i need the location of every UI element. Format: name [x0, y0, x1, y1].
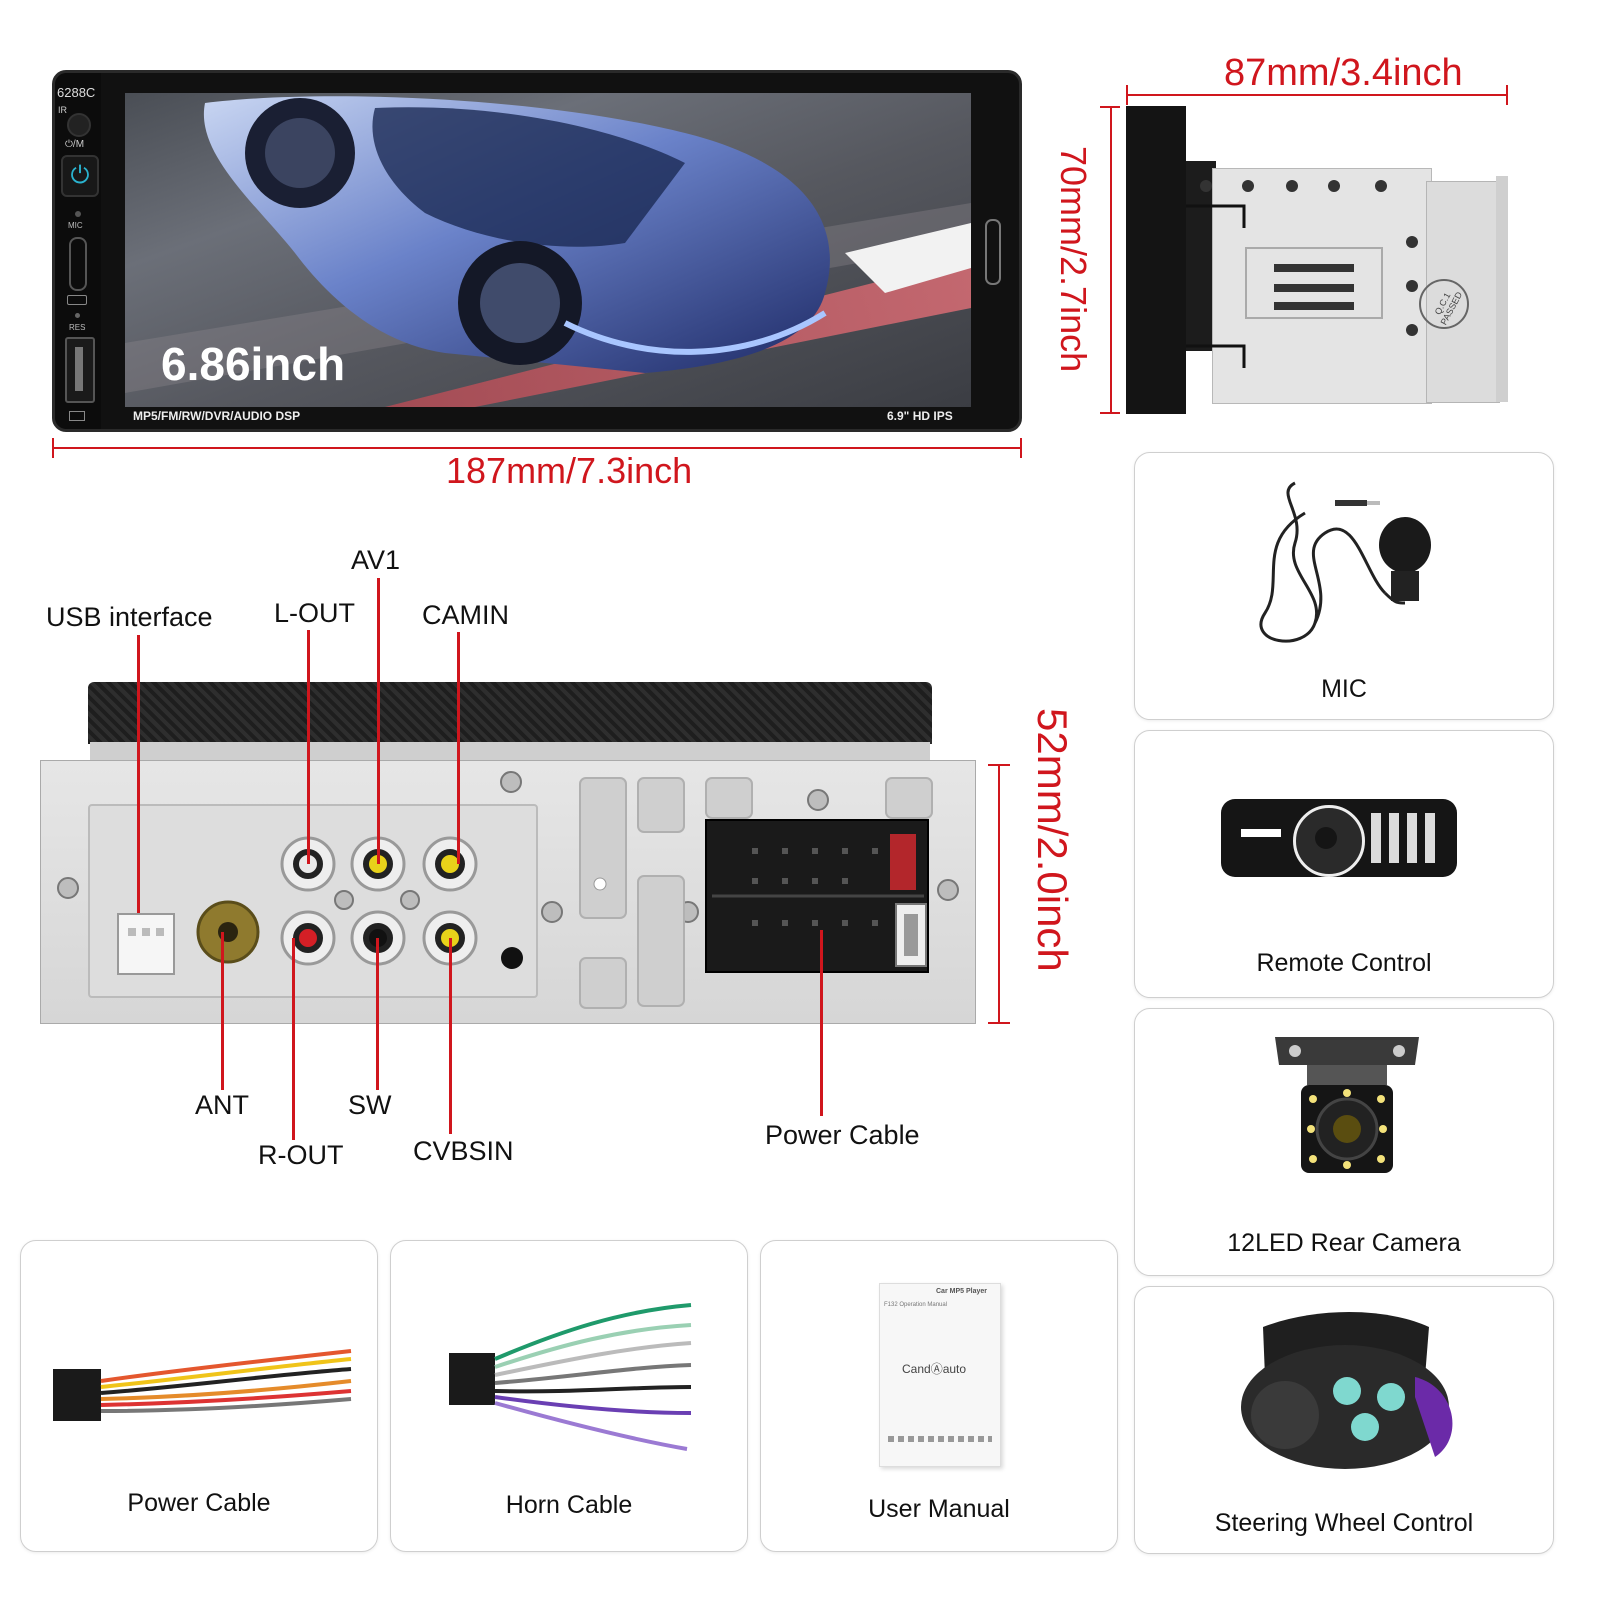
ant-label: ANT — [195, 1090, 249, 1120]
side-end-cap — [1496, 176, 1508, 402]
width-dimension-tick-left — [52, 438, 54, 458]
ant-callout-line — [221, 932, 224, 1090]
lout-label: L-OUT — [274, 598, 355, 628]
power-mode-label: ⏻/M — [65, 139, 85, 150]
cvbsin-callout-line — [449, 938, 452, 1134]
car-wallpaper — [125, 96, 971, 407]
rear-height-tick-top — [988, 764, 1010, 766]
sw-label: SW — [348, 1090, 392, 1120]
display-screen[interactable]: 6.86inch — [125, 93, 971, 407]
mic-label: MIC — [68, 221, 83, 230]
side-chassis-details — [1186, 180, 1469, 368]
ir-sensor-icon — [67, 113, 91, 137]
camera-card: 12LED Rear Camera — [1134, 1008, 1554, 1276]
microphone-icon — [1259, 481, 1431, 643]
manual-brand: CandⒶauto — [902, 1362, 967, 1376]
panel-spec-text: 6.9" HD IPS — [887, 409, 953, 423]
rear-view-unit — [40, 682, 976, 1024]
rear-height-label: 52mm/2.0inch — [1029, 708, 1076, 972]
width-dimension-line — [52, 447, 1022, 449]
remote-control-icon — [1221, 799, 1457, 877]
battery-icon — [67, 295, 87, 305]
power-cable-card: Power Cable — [20, 1240, 378, 1552]
camera-caption: 12LED Rear Camera — [1227, 1229, 1461, 1257]
horn-cable-caption: Horn Cable — [505, 1491, 633, 1519]
rear-camera-icon — [1275, 1037, 1419, 1173]
reset-hole[interactable] — [75, 313, 80, 318]
remote-caption: Remote Control — [1256, 949, 1432, 977]
remote-card: Remote Control — [1134, 730, 1554, 998]
res-label: RES — [69, 323, 86, 332]
manual-subtitle: F132 Operation Manual — [884, 1302, 948, 1308]
width-dimension-tick-right — [1020, 438, 1022, 458]
horn-cable-icon — [449, 1303, 692, 1451]
rear-panel-details — [57, 771, 959, 1009]
user-manual-card: Car MP5 Player F132 Operation Manual Can… — [760, 1240, 1118, 1552]
mic-caption: MIC — [1321, 675, 1367, 703]
side-faceplate-step — [1186, 161, 1216, 351]
feature-text: MP5/FM/RW/DVR/AUDIO DSP — [133, 409, 301, 423]
rout-callout-line — [292, 938, 295, 1140]
power-cable-icon — [53, 1349, 352, 1421]
av1-callout-line — [377, 578, 380, 864]
power-button[interactable]: ⏻ — [61, 155, 99, 197]
camin-callout-line — [457, 632, 460, 864]
rear-height-tick-bottom — [988, 1022, 1010, 1024]
screen-size-text: 6.86inch — [161, 338, 346, 390]
steering-card: Steering Wheel Control — [1134, 1286, 1554, 1554]
model-label: 6288C — [57, 85, 96, 100]
side-height-label: 70mm/2.7inch — [1053, 146, 1094, 373]
cvbsin-label: CVBSIN — [413, 1136, 514, 1166]
rear-carbon-top — [88, 682, 932, 744]
side-rear-block — [1426, 181, 1500, 403]
mic-hole — [75, 211, 81, 217]
sd-icon — [69, 411, 85, 421]
screen-handle — [985, 219, 1001, 285]
manual-title: Car MP5 Player — [936, 1288, 987, 1295]
rear-top-rim — [90, 742, 930, 762]
width-dimension-label: 187mm/7.3inch — [446, 450, 693, 491]
mic-card: MIC — [1134, 452, 1554, 720]
steering-wheel-control-icon — [1241, 1312, 1453, 1469]
user-manual-caption: User Manual — [868, 1495, 1010, 1523]
rout-label: R-OUT — [258, 1140, 344, 1170]
ir-label: IR — [58, 105, 67, 115]
av1-label: AV1 — [351, 545, 401, 575]
sw-callout-line — [376, 938, 379, 1090]
rear-height-line — [998, 764, 1000, 1024]
depth-dimension-label: 87mm/3.4inch — [1224, 52, 1463, 94]
manual-icon-row — [888, 1436, 992, 1442]
usb-interface-label: USB interface — [46, 602, 213, 632]
power-cable-port-label: Power Cable — [765, 1120, 920, 1150]
head-unit-front: 6288C IR ⏻/M ⏻ MIC RES — [52, 70, 1022, 432]
lout-callout-line — [307, 630, 310, 864]
side-height-tick-bottom — [1100, 412, 1120, 414]
camin-label: CAMIN — [422, 600, 509, 630]
usb-callout-line — [137, 635, 140, 913]
side-height-tick-top — [1100, 106, 1120, 108]
depth-dimension-line — [1126, 94, 1508, 96]
horn-cable-card: Horn Cable — [390, 1240, 748, 1552]
depth-tick-left — [1126, 85, 1128, 105]
side-view-unit: Q.C.1 PASSED — [1126, 106, 1508, 414]
steering-caption: Steering Wheel Control — [1214, 1509, 1474, 1537]
side-height-line — [1110, 106, 1112, 414]
user-manual-booklet: Car MP5 Player F132 Operation Manual Can… — [879, 1283, 1001, 1467]
usb-c-port[interactable] — [69, 237, 87, 291]
depth-tick-right — [1506, 85, 1508, 105]
power-callout-line — [820, 930, 823, 1116]
side-faceplate — [1126, 106, 1186, 414]
power-icon: ⏻ — [70, 162, 90, 189]
power-cable-caption: Power Cable — [127, 1489, 271, 1517]
usb-a-port[interactable] — [65, 337, 95, 403]
